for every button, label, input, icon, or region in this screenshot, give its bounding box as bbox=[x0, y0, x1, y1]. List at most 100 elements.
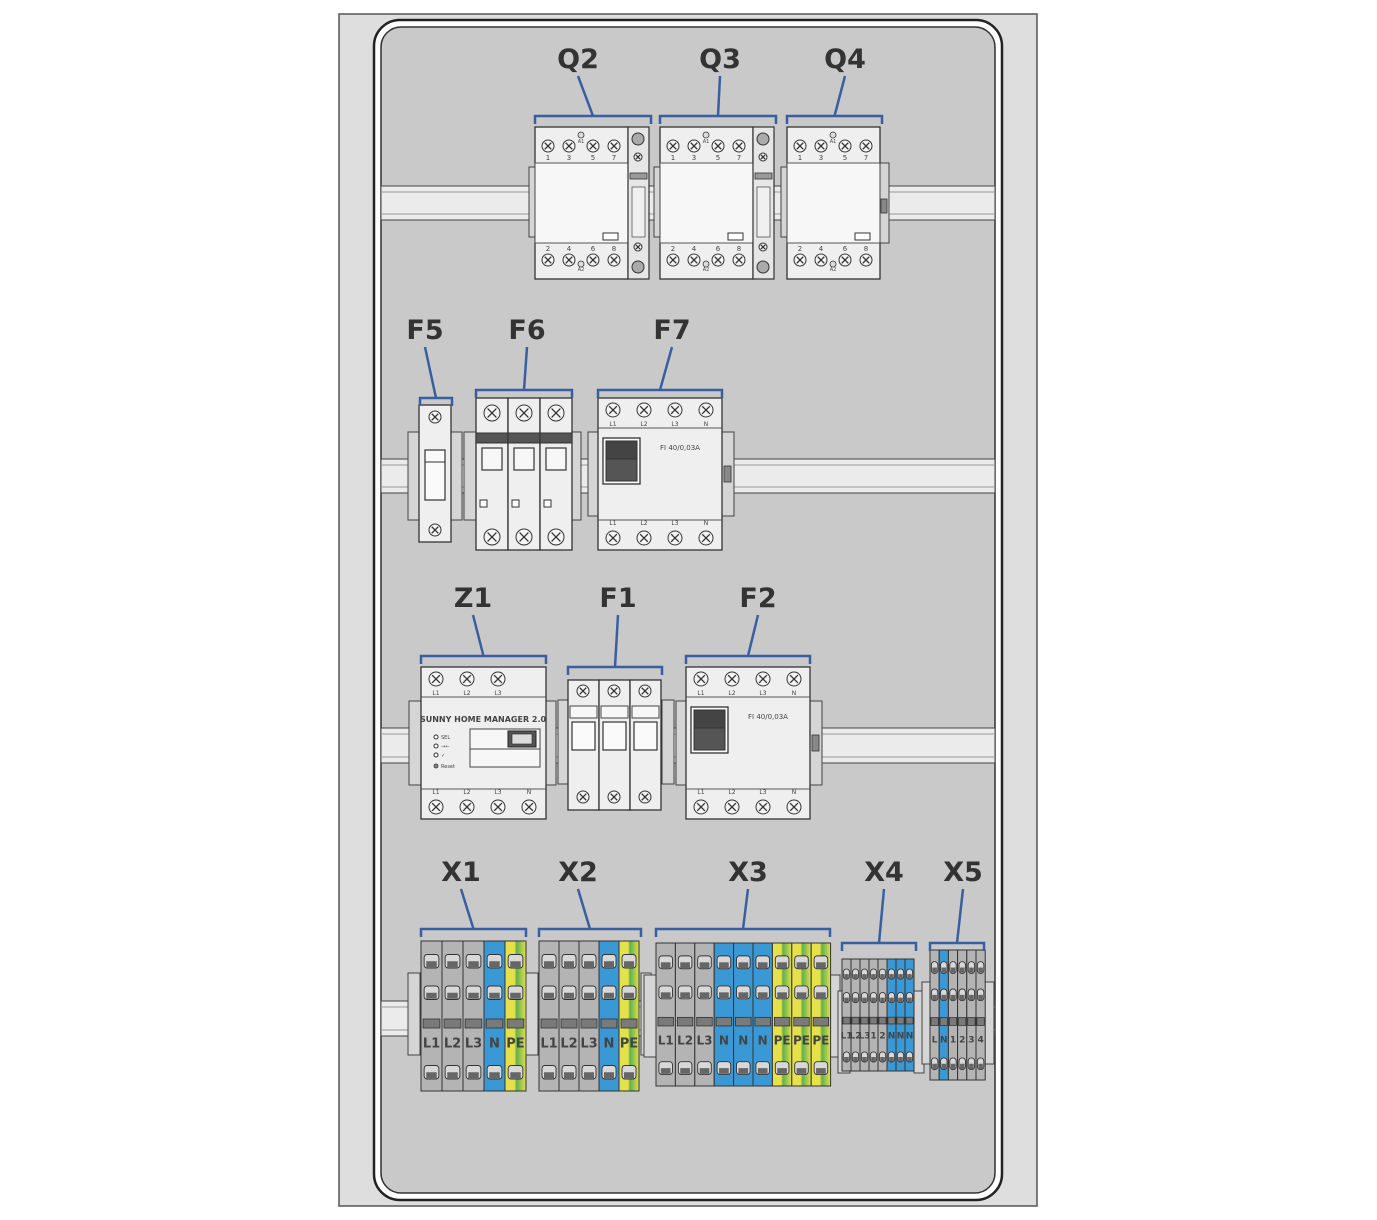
terminal-label: N bbox=[527, 789, 532, 796]
terminal-label: N bbox=[792, 690, 797, 697]
leader-line bbox=[576, 75, 595, 117]
device-label: Z1 bbox=[454, 583, 492, 614]
screw-terminal-icon bbox=[541, 139, 555, 153]
screw-terminal-icon bbox=[724, 671, 740, 687]
screw-terminal-icon bbox=[483, 404, 501, 422]
terminal-l2: L2 bbox=[674, 942, 696, 1087]
screw-terminal-icon bbox=[814, 139, 828, 153]
label-f2: F2 bbox=[684, 583, 812, 664]
screw-terminal-icon bbox=[633, 152, 643, 162]
terminal-label: N bbox=[738, 1034, 748, 1048]
status-led-icon bbox=[433, 752, 439, 758]
terminal-number: 2 bbox=[798, 245, 802, 253]
label-f7: F7 bbox=[596, 315, 724, 398]
device-label: F1 bbox=[599, 583, 636, 614]
screw-terminal-icon bbox=[698, 530, 714, 546]
terminal-2: 2 bbox=[957, 949, 968, 1081]
terminal-l3: L3 bbox=[578, 940, 600, 1092]
terminal-n: N bbox=[733, 942, 754, 1087]
screw-terminal-icon bbox=[636, 530, 652, 546]
terminal-label: N bbox=[704, 421, 709, 428]
cabinet-inner-panel bbox=[380, 26, 996, 1194]
screw-terminal-icon bbox=[758, 242, 768, 252]
device-name: SUNNY HOME MANAGER 2.0 bbox=[420, 715, 547, 724]
terminal-label: L1 bbox=[540, 1037, 557, 1052]
terminal-label: 4 bbox=[977, 1035, 983, 1045]
terminal-1: 1 bbox=[947, 949, 959, 1081]
terminal-number: 7 bbox=[612, 154, 616, 162]
screw-terminal-icon bbox=[838, 253, 852, 267]
terminal-4: 4 bbox=[975, 949, 986, 1081]
terminal-label: L3 bbox=[671, 520, 678, 527]
leader-line bbox=[833, 75, 847, 117]
terminal-l1: L1 bbox=[420, 940, 443, 1092]
leader-line bbox=[471, 614, 485, 657]
label-x3: X3 bbox=[654, 857, 832, 937]
terminal-pe: PE bbox=[618, 940, 640, 1092]
status-mark: →← bbox=[441, 744, 449, 750]
terminal-label: N bbox=[792, 789, 797, 796]
screw-terminal-icon bbox=[586, 139, 600, 153]
terminal-number: 2 bbox=[546, 245, 550, 253]
terminal-l2: L2 bbox=[558, 940, 580, 1092]
terminal-label: 2 bbox=[959, 1035, 965, 1045]
screw-terminal-icon bbox=[428, 799, 444, 815]
device-label: X4 bbox=[864, 857, 904, 888]
terminal-number: 4 bbox=[692, 245, 697, 253]
terminal-label: 3 bbox=[968, 1035, 974, 1045]
terminal-label: L2 bbox=[463, 690, 470, 697]
terminal-label: L2 bbox=[560, 1037, 577, 1052]
coil-terminal: A1 bbox=[578, 139, 585, 145]
screw-terminal-icon bbox=[459, 799, 475, 815]
terminal-pe: PE bbox=[771, 942, 793, 1087]
terminal-n: N bbox=[938, 949, 949, 1081]
label-x5: X5 bbox=[928, 857, 986, 951]
terminal-number: 8 bbox=[864, 245, 868, 253]
terminal-label: PE bbox=[793, 1034, 810, 1048]
status-mark: SEL bbox=[441, 735, 450, 741]
screw-terminal-icon bbox=[814, 253, 828, 267]
terminal-label: L2 bbox=[677, 1034, 693, 1048]
leader-line bbox=[576, 888, 592, 930]
terminal-pe: PE bbox=[791, 942, 812, 1087]
terminal-label: L2 bbox=[640, 421, 647, 428]
terminal-number: 5 bbox=[843, 154, 847, 162]
terminal-label: L bbox=[932, 1035, 938, 1045]
terminal-label: N bbox=[940, 1035, 948, 1045]
label-q3: Q3 bbox=[658, 44, 778, 124]
terminal-number: 8 bbox=[737, 245, 741, 253]
status-mark: ✓ bbox=[441, 753, 445, 759]
screw-terminal-icon bbox=[541, 253, 555, 267]
screw-terminal-icon bbox=[428, 410, 442, 424]
screw-terminal-icon bbox=[428, 671, 444, 687]
terminal-label: PE bbox=[506, 1037, 524, 1052]
terminal-1: 1 bbox=[868, 958, 879, 1072]
screw-terminal-icon bbox=[562, 139, 576, 153]
status-led-icon bbox=[433, 743, 439, 749]
rcd-rating: FI 40/0,03A bbox=[660, 444, 700, 452]
screw-terminal-icon bbox=[793, 139, 807, 153]
label-q4: Q4 bbox=[785, 44, 884, 124]
screw-terminal-icon bbox=[483, 528, 501, 546]
terminal-number: 6 bbox=[591, 245, 596, 253]
screw-terminal-icon bbox=[490, 671, 506, 687]
coil-terminal: A2 bbox=[703, 267, 710, 273]
terminal-label: L1 bbox=[697, 690, 704, 697]
terminal-label: N bbox=[906, 1032, 914, 1042]
terminal-label: PE bbox=[620, 1037, 638, 1052]
screw-terminal-icon bbox=[667, 402, 683, 418]
terminal-number: 3 bbox=[692, 154, 696, 162]
terminal-number: 3 bbox=[819, 154, 823, 162]
leader-line bbox=[741, 888, 750, 930]
screw-terminal-icon bbox=[638, 790, 652, 804]
device-label: X5 bbox=[943, 857, 983, 888]
terminal-label: L1 bbox=[841, 1032, 853, 1042]
terminal-label: PE bbox=[812, 1034, 829, 1048]
terminal-label: PE bbox=[774, 1034, 791, 1048]
reset-button-icon bbox=[433, 763, 439, 769]
